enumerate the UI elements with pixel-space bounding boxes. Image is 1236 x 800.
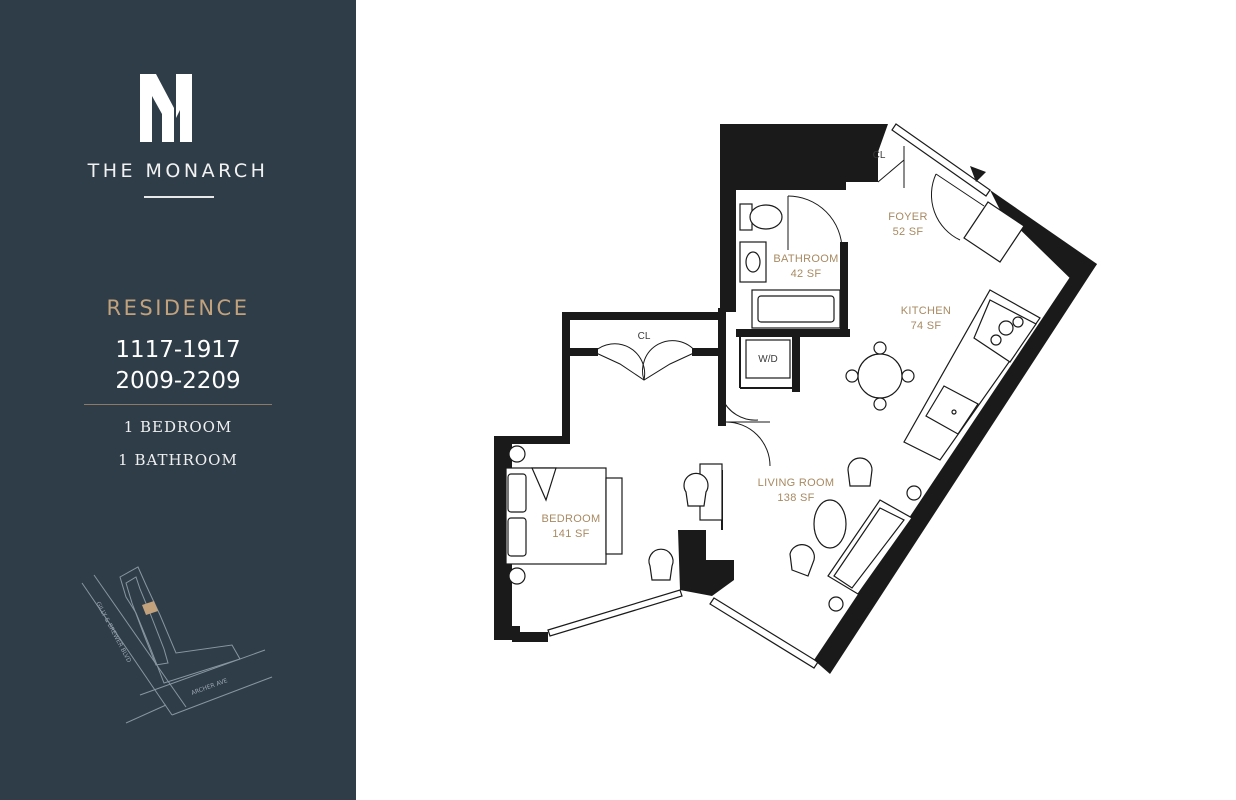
unit-location-marker xyxy=(142,601,158,615)
street-label-2: ARCHER AVE xyxy=(190,677,228,697)
interior-walls xyxy=(494,242,850,444)
kitchen-fixtures xyxy=(903,201,1041,461)
closet-label-bedroom: CL xyxy=(638,331,651,342)
wall-corner-pillar xyxy=(678,530,734,596)
unit-numbers-2: 2009-2209 xyxy=(115,368,241,394)
street-label-1: GILLY & BREWER BLVD xyxy=(94,601,132,665)
monarch-logo xyxy=(140,74,192,142)
room-label-bathroom: BATHROOM xyxy=(773,253,838,265)
doors xyxy=(593,146,985,467)
sidebar: THE MONARCH RESIDENCE 1117-1917 2009-220… xyxy=(0,0,356,800)
dining-table xyxy=(845,341,915,411)
wall-bedroom-sill xyxy=(512,632,548,642)
wall-kitchen-right xyxy=(990,190,1097,288)
closet-label-foyer: CL xyxy=(873,150,886,161)
site-location-map: GILLY & BREWER BLVD ARCHER AVE xyxy=(81,566,273,724)
refrigerator xyxy=(963,201,1025,263)
wall-mass-top xyxy=(720,124,888,312)
bathroom-count: 1 BATHROOM xyxy=(118,451,238,469)
bathroom-fixtures xyxy=(739,203,841,379)
coffee-table xyxy=(813,499,847,549)
laundry-label: W/D xyxy=(758,354,777,365)
exterior-walls xyxy=(494,124,1097,674)
washer-dryer xyxy=(745,339,791,379)
room-area-living: 138 SF xyxy=(777,492,814,504)
room-labels: FOYER 52 SF BATHROOM 42 SF KITCHEN 74 SF… xyxy=(542,150,951,540)
living-furniture xyxy=(648,457,922,612)
room-area-foyer: 52 SF xyxy=(893,226,924,238)
bedroom-furniture xyxy=(505,445,623,585)
entry-arrow-icon xyxy=(970,166,986,182)
wall-exterior-diagonal xyxy=(814,262,1097,674)
bedroom-count: 1 BEDROOM xyxy=(123,418,233,436)
brand-name: THE MONARCH xyxy=(87,160,269,182)
room-label-bedroom: BEDROOM xyxy=(542,513,601,525)
residence-divider xyxy=(84,404,272,405)
room-area-bedroom: 141 SF xyxy=(552,528,589,540)
toilet-bowl xyxy=(749,204,783,230)
room-label-foyer: FOYER xyxy=(888,211,927,223)
windows xyxy=(547,123,991,669)
room-label-kitchen: KITCHEN xyxy=(901,305,951,317)
kitchen-sink xyxy=(925,385,979,435)
floor-plan: FOYER 52 SF BATHROOM 42 SF KITCHEN 74 SF… xyxy=(494,123,1097,674)
room-area-kitchen: 74 SF xyxy=(911,320,942,332)
residence-label: RESIDENCE xyxy=(106,296,250,320)
bathroom-sink xyxy=(739,241,767,283)
room-area-bathroom: 42 SF xyxy=(791,268,822,280)
unit-numbers-1: 1117-1917 xyxy=(115,337,241,363)
room-label-living: LIVING ROOM xyxy=(758,477,835,489)
wall-bedroom-top xyxy=(494,312,726,444)
brand-divider xyxy=(144,196,214,198)
